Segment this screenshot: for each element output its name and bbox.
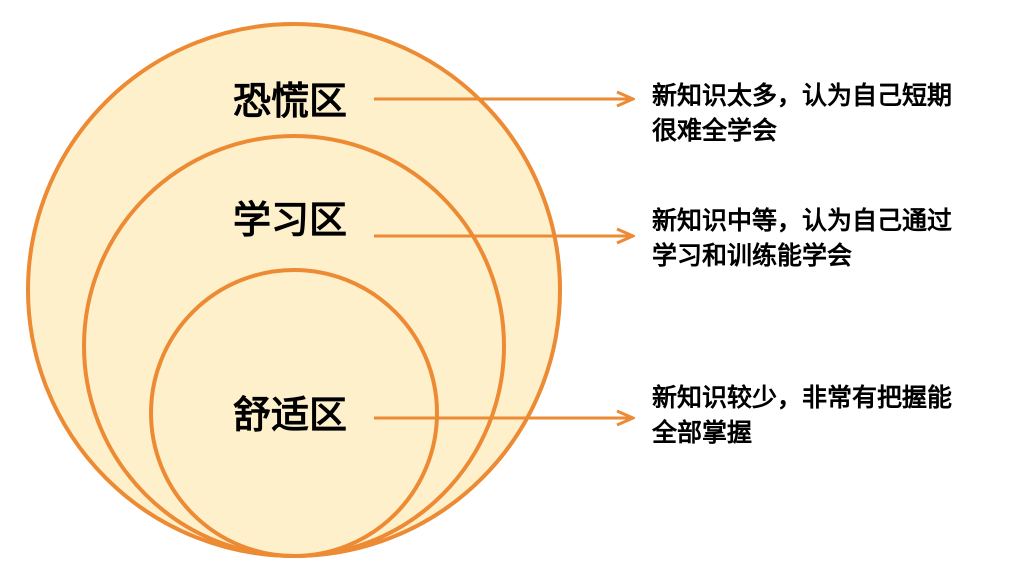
comfort-zone-description: 新知识较少，非常有把握能 全部掌握 [652, 380, 1024, 450]
learning-zone-description: 新知识中等，认为自己通过 学习和训练能学会 [652, 203, 1024, 273]
comfort-zone-label: 舒适区 [233, 393, 347, 437]
panic-zone-description-line: 新知识太多，认为自己短期 [652, 81, 953, 110]
comfort-zone-description-line: 新知识较少，非常有把握能 [652, 383, 953, 412]
panic-zone-label: 恐慌区 [233, 79, 347, 123]
panic-zone-description-line: 很难全学会 [652, 116, 778, 145]
comfort-zone-description-line: 全部掌握 [652, 418, 753, 447]
learning-zone-description-line: 学习和训练能学会 [652, 241, 853, 270]
panic-zone-description: 新知识太多，认为自己短期 很难全学会 [652, 78, 1024, 148]
learning-zone-label: 学习区 [233, 198, 347, 242]
learning-zone-description-line: 新知识中等，认为自己通过 [652, 206, 953, 235]
comfort-zone-circle [149, 268, 439, 558]
